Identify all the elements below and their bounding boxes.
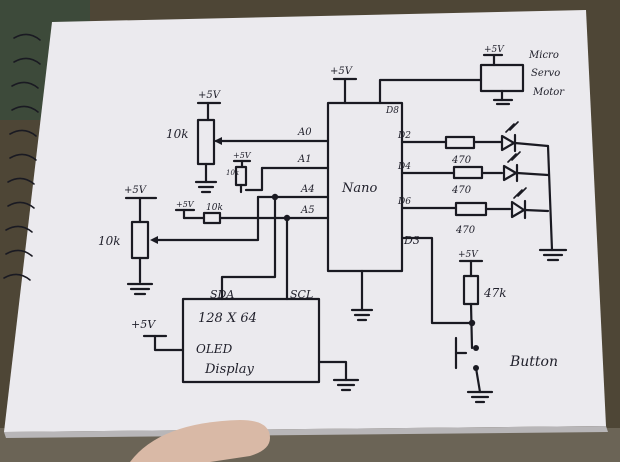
servo-label-2: Servo	[531, 68, 560, 79]
scl-label: SCL	[290, 288, 313, 301]
pin-a0-label: A0	[297, 127, 312, 138]
wire-d8-servo	[378, 78, 483, 105]
paper-shadow	[4, 426, 608, 438]
notebook-paper	[4, 10, 606, 432]
resistor-470-d4-value: 470	[451, 185, 472, 196]
display-supply-label: +5V	[131, 318, 156, 331]
pin-d3-label: D3	[403, 234, 420, 247]
display-label-3: Display	[204, 362, 254, 377]
nano-chip	[326, 101, 404, 273]
display-label-2: OLED	[196, 342, 233, 356]
led-ground-rail	[546, 144, 554, 252]
pin-d8-label: D8	[385, 106, 399, 116]
pot-left-value: 10k	[98, 234, 121, 248]
nano-label: Nano	[341, 181, 377, 196]
oled-display-box	[181, 297, 321, 384]
pullup-supply-label: +5V	[458, 250, 479, 260]
led-ground-symbol	[538, 248, 568, 262]
display-label-1: 128 X 64	[198, 311, 257, 326]
pin-a1-label: A1	[297, 154, 312, 165]
pushbutton	[454, 336, 479, 371]
hand	[130, 420, 270, 462]
small-resistor-vertical-value: 10k	[226, 169, 239, 177]
display-ground-symbol	[317, 360, 360, 392]
nano-supply-label: +5V	[330, 66, 354, 77]
servo-supply-label: +5V	[484, 45, 505, 55]
pin-a5-label: A5	[300, 205, 315, 216]
resistor-470-d6-value: 470	[455, 225, 476, 236]
wire-pot-left	[154, 195, 260, 242]
servo-ground-symbol	[492, 89, 514, 106]
pin-d4-label: D4	[397, 162, 411, 172]
wire-d3	[400, 236, 474, 325]
resistor-10k-small-value: 10k	[206, 203, 223, 213]
res-10k-supply-label: +5V	[176, 200, 195, 209]
pin-a4-label: A4	[300, 184, 315, 195]
spiral-binding	[3, 33, 41, 281]
small-pot-supply-label: +5V	[233, 151, 252, 160]
resistor-10k-small	[202, 211, 222, 225]
servo-label-3: Motor	[532, 87, 565, 98]
servo-label-1: Micro	[528, 50, 559, 61]
pin-d2-label: D2	[397, 131, 411, 141]
nano-ground-symbol	[350, 269, 374, 322]
wire-sda	[220, 195, 277, 301]
resistor-470-d2-value: 470	[451, 155, 472, 166]
pot-left-supply-label: +5V	[124, 185, 148, 196]
pot-top-supply-label: +5V	[198, 90, 222, 101]
pot-top-ground-symbol	[194, 180, 218, 194]
pot-top-value: 10k	[166, 127, 189, 141]
pot-left-ground-symbol	[126, 282, 154, 296]
button-label: Button	[509, 354, 558, 370]
pin-d6-label: D6	[397, 197, 411, 207]
resistor-47k-value: 47k	[483, 286, 507, 300]
button-ground-symbol	[466, 390, 494, 404]
